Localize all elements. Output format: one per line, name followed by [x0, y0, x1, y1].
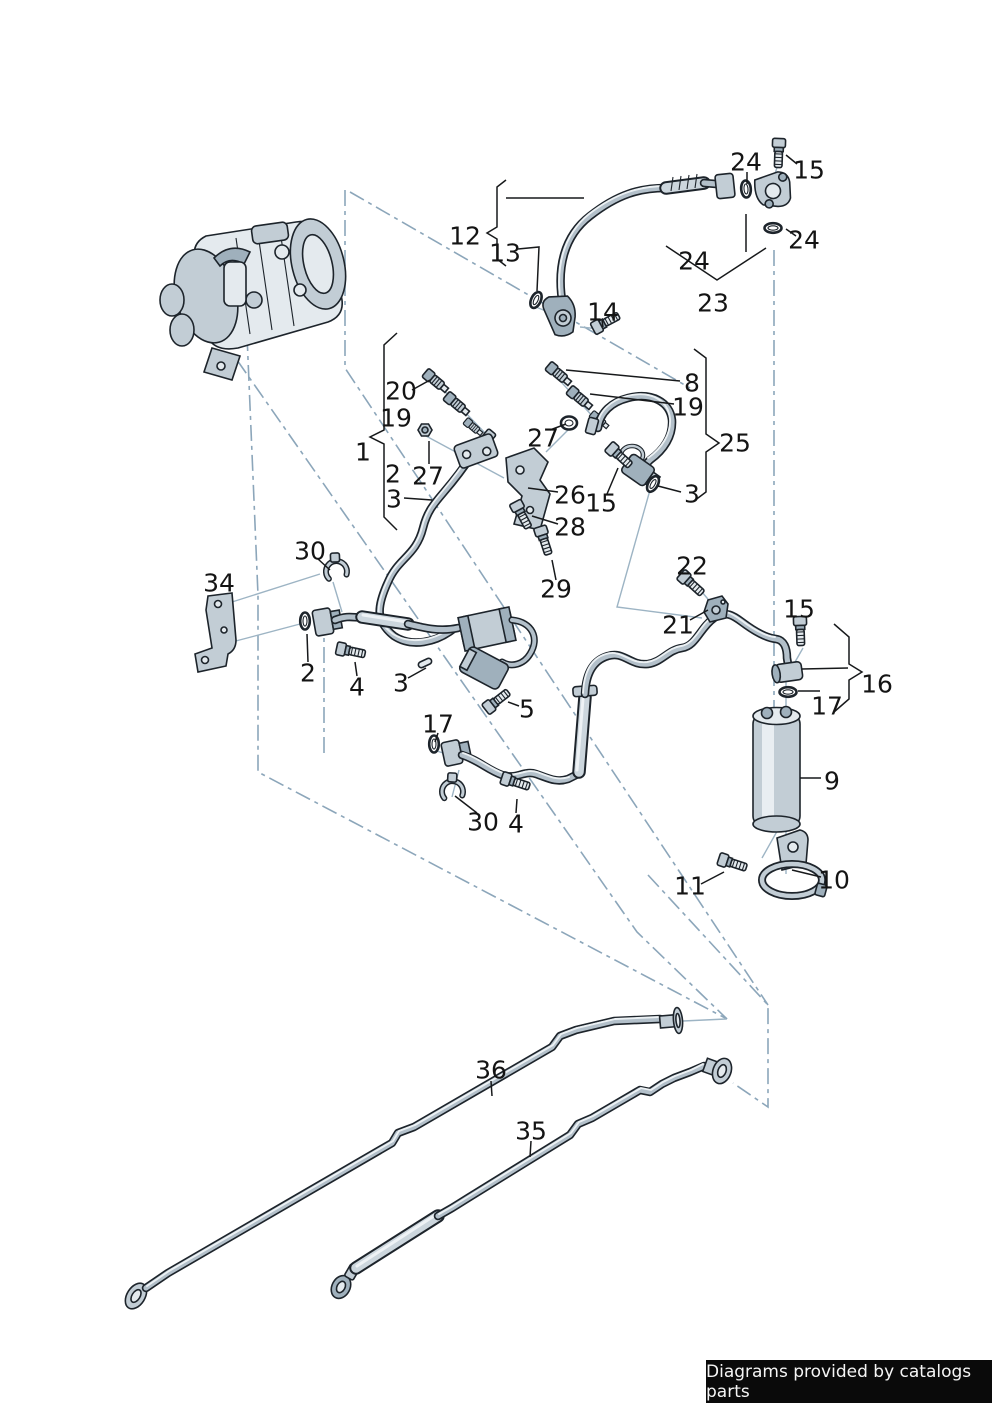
oring-17b [778, 685, 798, 699]
callout-leaders [306, 154, 864, 1158]
flange-bolt-15 [770, 137, 787, 169]
bolt-4a [334, 640, 368, 662]
union-stud-8 [543, 360, 575, 389]
part-label-4-1[interactable]: 4 [349, 673, 365, 702]
union-stud-19 [441, 390, 473, 419]
part-label-8[interactable]: 8 [684, 369, 700, 398]
part-label-9[interactable]: 9 [824, 767, 840, 796]
part-label-27-2[interactable]: 27 [527, 424, 559, 453]
pipe-bracket [453, 433, 499, 469]
part-label-30-2[interactable]: 30 [467, 808, 499, 837]
discharge-hose-assembly [526, 137, 792, 337]
part-label-5[interactable]: 5 [519, 695, 535, 724]
part-label-34[interactable]: 34 [203, 569, 235, 598]
receiver-drier [752, 705, 801, 833]
part-label-1[interactable]: 1 [355, 438, 371, 467]
bolt-11 [715, 851, 750, 875]
part-label-24-2[interactable]: 24 [788, 226, 820, 255]
part-label-28[interactable]: 28 [554, 513, 586, 542]
part-label-27-1[interactable]: 27 [412, 462, 444, 491]
part-label-15-3[interactable]: 15 [783, 595, 815, 624]
union-stud-19b [564, 384, 596, 413]
part-label-19-2[interactable]: 19 [672, 393, 704, 422]
nut-27 [417, 423, 433, 437]
part-label-13[interactable]: 13 [489, 239, 521, 268]
part-label-21[interactable]: 21 [662, 611, 694, 640]
part-label-10[interactable]: 10 [818, 866, 850, 895]
bolt-5 [480, 685, 514, 716]
part-label-15-1[interactable]: 15 [793, 156, 825, 185]
drier-fitting-16 [771, 660, 804, 684]
clamp-30b [437, 770, 464, 800]
footer-credit-text: Diagrams provided by catalogs parts [706, 1361, 972, 1402]
part-label-26[interactable]: 26 [554, 481, 586, 510]
part-label-35[interactable]: 35 [515, 1117, 547, 1146]
underbody-pipe-36 [124, 1006, 684, 1310]
projection-lines [236, 190, 775, 1109]
oring-2 [298, 611, 312, 631]
suction-pipe-assembly [375, 367, 499, 647]
grommet-27 [559, 415, 579, 431]
part-label-23[interactable]: 23 [697, 289, 729, 318]
bolt-29 [532, 523, 556, 558]
part-label-20[interactable]: 20 [385, 377, 417, 406]
part-label-17-2[interactable]: 17 [811, 692, 843, 721]
upper-pipe-run [298, 550, 538, 716]
part-label-24-1[interactable]: 24 [730, 148, 762, 177]
part-label-25[interactable]: 25 [719, 429, 751, 458]
seal-3 [416, 656, 434, 670]
part-label-24-3[interactable]: 24 [678, 247, 710, 276]
part-label-30-1[interactable]: 30 [294, 537, 326, 566]
pipe-clamp-21 [703, 595, 729, 623]
lower-pipe-run [427, 568, 809, 800]
mounting-bracket-34 [194, 592, 237, 673]
part-label-2-2[interactable]: 2 [300, 659, 316, 688]
part-label-16[interactable]: 16 [861, 670, 893, 699]
underbody-pipe-35 [330, 1057, 733, 1300]
footer-credit-bar: Diagrams provided by catalogs parts [706, 1360, 992, 1403]
part-label-11[interactable]: 11 [674, 872, 706, 901]
union-stud-20 [420, 367, 452, 396]
part-label-29[interactable]: 29 [540, 575, 572, 604]
drier-clamp-10 [758, 829, 828, 900]
part-label-19-1[interactable]: 19 [380, 404, 412, 433]
part-label-36[interactable]: 36 [475, 1056, 507, 1085]
compressor-illustration [159, 218, 347, 381]
part-label-2-1[interactable]: 2 [385, 460, 401, 489]
part-label-14[interactable]: 14 [587, 298, 619, 327]
port-flange [753, 171, 792, 209]
part-label-12[interactable]: 12 [449, 222, 481, 251]
part-label-15-2[interactable]: 15 [585, 489, 617, 518]
part-label-3-3[interactable]: 3 [393, 669, 409, 698]
part-label-4-2[interactable]: 4 [508, 810, 524, 839]
part-label-22[interactable]: 22 [676, 552, 708, 581]
part-label-3-2[interactable]: 3 [684, 480, 700, 509]
part-label-3-1[interactable]: 3 [386, 485, 402, 514]
support-bracket-26 [505, 415, 579, 558]
part-label-17-1[interactable]: 17 [422, 710, 454, 739]
hose-elbow [542, 295, 576, 337]
